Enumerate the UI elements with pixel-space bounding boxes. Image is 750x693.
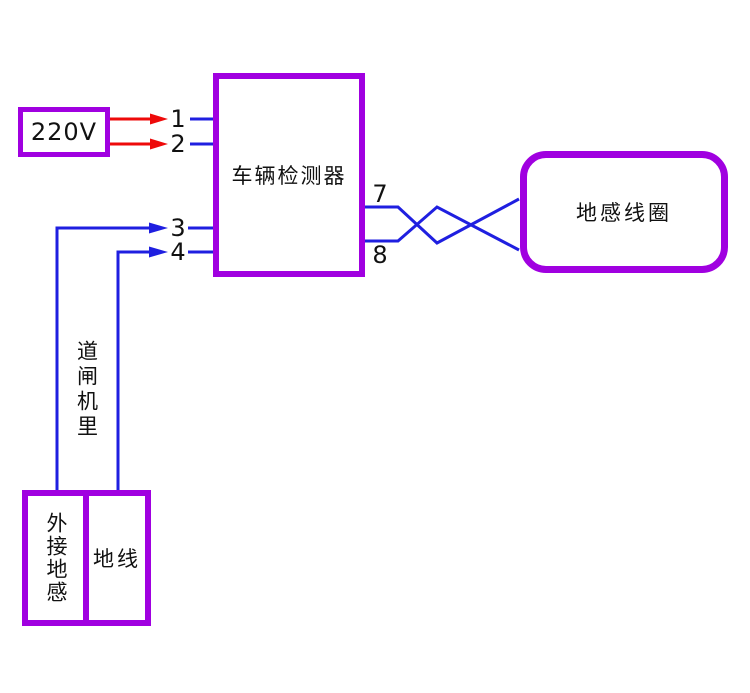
- pin-label-3: 3: [170, 214, 186, 242]
- external-sensor-label: 外接地感: [44, 512, 68, 604]
- vehicle-detector-label: 车辆检测器: [231, 164, 347, 188]
- ground-wire-4: [116, 250, 151, 492]
- sensor-wire-3-arrowhead: [149, 222, 168, 234]
- pin-label-7: 7: [372, 180, 388, 208]
- pin-label-2: 2: [170, 130, 186, 158]
- pin-label-4: 4: [170, 238, 186, 266]
- vehicle-detector-box: 车辆检测器: [213, 73, 365, 277]
- pin-label-1: 1: [170, 105, 186, 133]
- power-source-label: 220V: [30, 118, 98, 146]
- ground-wire-label: 地线: [93, 547, 141, 571]
- twisted-pair-wire-8: [362, 205, 520, 252]
- cell-divider: [83, 496, 89, 620]
- sensor-wire-3: [55, 226, 151, 492]
- barrier-location-label: 道闸机里: [74, 340, 99, 440]
- ground-wire-cell: 地线: [89, 496, 145, 620]
- ground-wire-4-arrowhead: [149, 246, 168, 258]
- external-sensor-cell: 外接地感: [28, 496, 83, 620]
- power-wire-2-arrowhead: [150, 138, 168, 150]
- pin-label-8: 8: [372, 241, 388, 269]
- loop-coil-box: 地感线圈: [520, 151, 728, 273]
- loop-coil-label: 地感线圈: [576, 201, 672, 225]
- power-wire-1-arrowhead: [150, 113, 168, 125]
- power-source-box: 220V: [18, 107, 110, 157]
- ground-terminal-group: 外接地感 地线: [22, 490, 151, 626]
